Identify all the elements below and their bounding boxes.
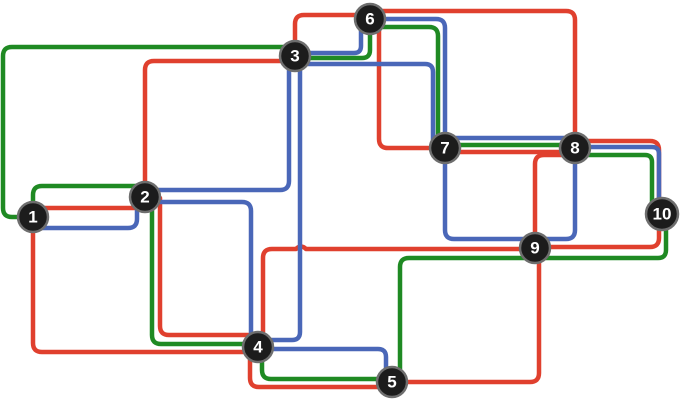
node-label-9: 9 <box>530 239 539 258</box>
route-red-1-2 <box>30 205 148 215</box>
route-blue-3-7 <box>297 61 436 151</box>
route-blue-3-4 <box>255 59 303 343</box>
route-blue-8-10 <box>572 144 662 217</box>
route-green-3-6 <box>292 17 373 61</box>
route-green-1-3 <box>0 44 298 220</box>
node-label-8: 8 <box>570 139 579 158</box>
route-blue-6-7 <box>367 16 448 151</box>
route-blue-3-6 <box>292 18 364 56</box>
route-blue-4-5 <box>255 346 389 381</box>
node-6: 6 <box>353 2 387 36</box>
node-label-1: 1 <box>28 208 37 227</box>
route-red-9-5 <box>389 255 542 385</box>
route-green-2-4 <box>149 197 261 347</box>
node-5: 5 <box>375 365 409 399</box>
node-label-7: 7 <box>440 139 449 158</box>
route-red-6-8 <box>367 8 578 151</box>
node-label-2: 2 <box>140 188 149 207</box>
route-red-8-9 <box>532 152 571 251</box>
nodes-layer: 1 2 3 4 5 6 7 8 <box>16 2 680 399</box>
node-4: 4 <box>241 330 275 364</box>
route-blue-2-4 <box>157 199 254 346</box>
route-blue-2-3 <box>142 53 292 193</box>
route-blue-8-9 <box>532 157 578 242</box>
node-9: 9 <box>518 231 552 265</box>
node-label-4: 4 <box>253 338 263 357</box>
node-10: 10 <box>644 196 680 232</box>
route-red-1-4 <box>30 215 261 355</box>
route-green-1-2 <box>30 183 148 209</box>
route-green-8-10 <box>572 152 655 217</box>
node-label-5: 5 <box>387 373 396 392</box>
route-red-6-7 <box>376 25 448 151</box>
node-label-6: 6 <box>365 10 374 29</box>
route-red-3-6 <box>292 12 373 53</box>
route-red-4-9 <box>255 244 538 341</box>
routes-layer <box>0 8 669 390</box>
node-3: 3 <box>278 39 312 73</box>
route-red-2-3 <box>142 58 298 200</box>
route-green-4-5 <box>259 349 395 382</box>
route-blue-1-2 <box>30 202 140 231</box>
route-green-6-7 <box>367 24 441 151</box>
route-red-2-4 <box>157 195 261 338</box>
node-8: 8 <box>558 131 592 165</box>
node-7: 7 <box>428 131 462 165</box>
node-2: 2 <box>128 180 162 214</box>
node-1: 1 <box>16 200 50 234</box>
route-blue-7-9 <box>442 157 538 242</box>
node-label-10: 10 <box>653 205 672 224</box>
route-red-4-5 <box>247 352 395 390</box>
node-label-3: 3 <box>290 47 299 66</box>
